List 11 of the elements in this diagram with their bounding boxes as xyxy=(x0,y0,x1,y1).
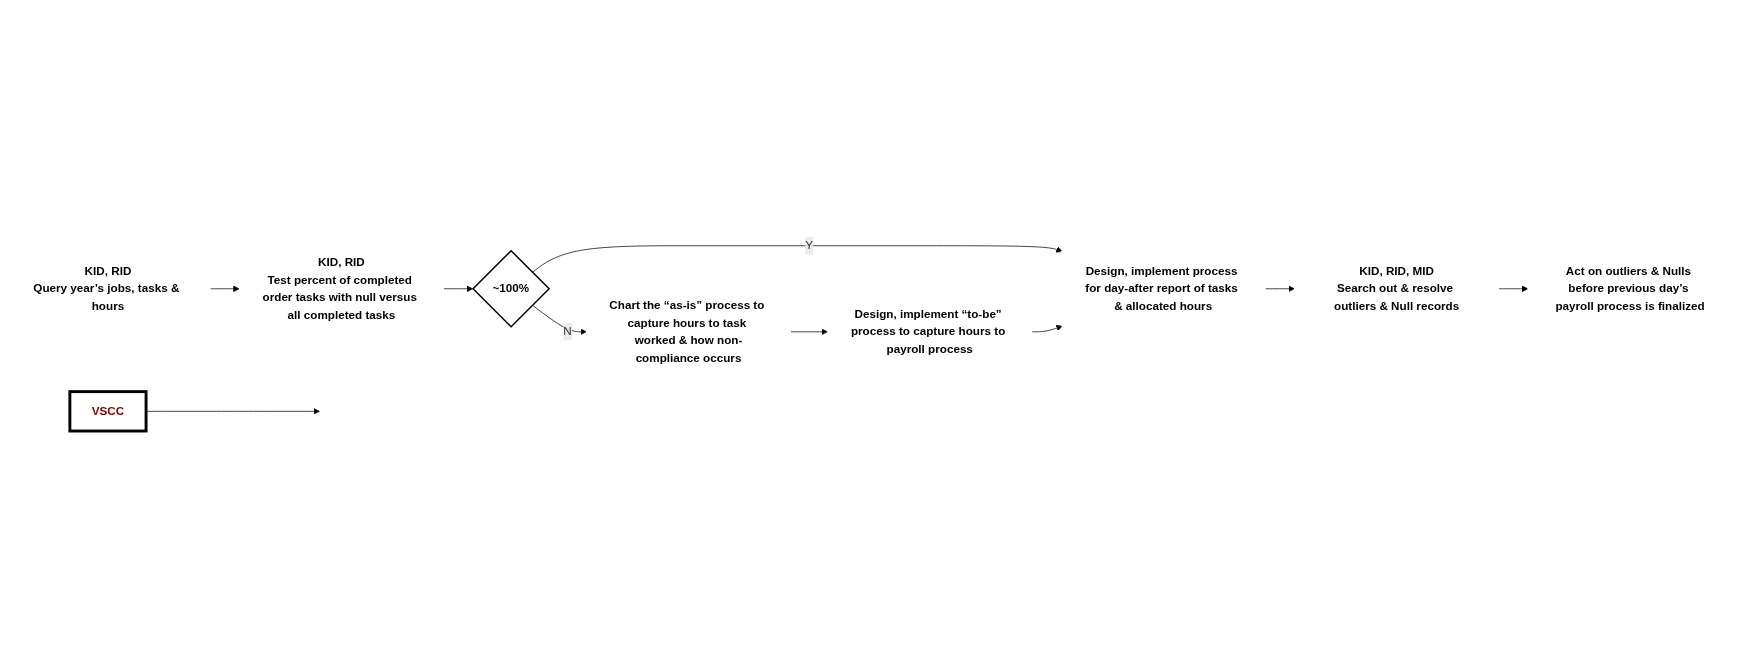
node-box: VSCC xyxy=(68,390,148,433)
node-text: Act on outliers & Nulls before previous day’s payroll process is finalized xyxy=(1555,264,1705,313)
node-text: Design, implement “to-be” process to capture hours to payroll process xyxy=(850,307,1006,356)
edge-label: N xyxy=(563,325,572,338)
node-text: KID, RID Test percent of completed order tasks with null versus all completed tasks xyxy=(262,255,417,321)
edge-label: Y xyxy=(805,239,814,252)
node-text: KID, RID Query year’s jobs, tasks & hours xyxy=(33,264,180,313)
node-diamond: ~100% xyxy=(472,249,551,328)
node-text: KID, RID, MID Search out & resolve outliers & Null records xyxy=(1334,264,1460,313)
node-text: Chart the “as-is” process to capture hours to task worked & how non-compliance occurs xyxy=(609,298,765,364)
node-text: Design, implement process for day-after report of tasks & allocated hours xyxy=(1085,264,1238,313)
